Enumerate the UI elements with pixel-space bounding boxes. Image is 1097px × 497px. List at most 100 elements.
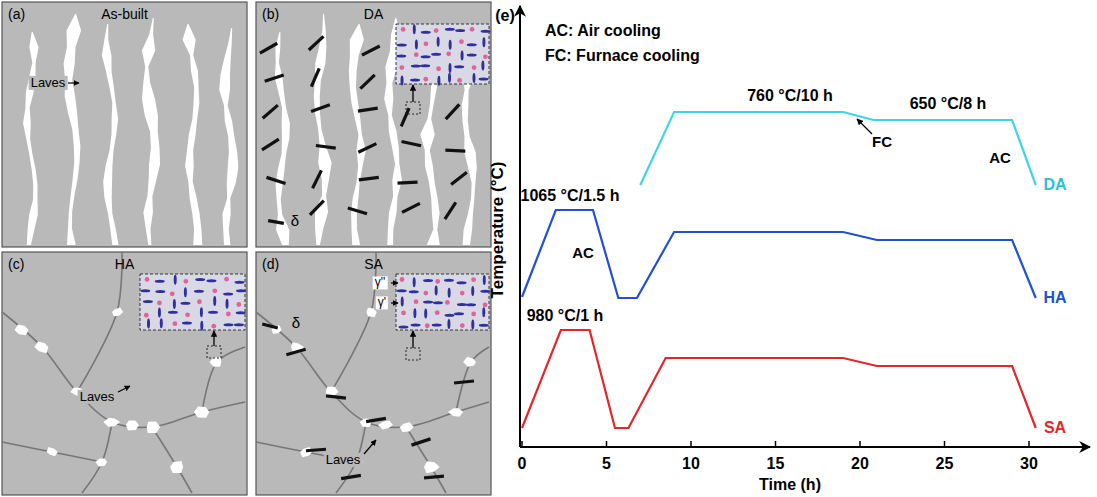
micrograph	[256, 252, 491, 495]
gamma-double-prime	[140, 289, 150, 292]
laves-particle	[300, 447, 312, 457]
gamma-prime	[145, 277, 150, 282]
inset	[396, 24, 489, 84]
panel-letter: (a)	[8, 6, 25, 22]
gamma-double-prime	[213, 296, 216, 306]
laves-particle	[448, 408, 463, 416]
phase-label: δ	[290, 315, 302, 332]
gamma-double-prime	[421, 31, 431, 34]
micrograph	[256, 2, 491, 247]
micrograph	[2, 252, 247, 495]
delta-needle	[360, 75, 374, 89]
leader-line	[68, 82, 79, 83]
gamma-double-prime	[467, 43, 477, 46]
panel-ground	[2, 252, 247, 495]
gamma-double-prime	[431, 53, 441, 56]
cooling-label: AC	[989, 150, 1011, 167]
delta-needle	[310, 201, 324, 215]
gamma-prime	[226, 312, 231, 317]
panel-ground	[2, 2, 247, 247]
temperature-curve	[522, 330, 1036, 428]
leader-line	[857, 119, 872, 134]
gamma-prime	[483, 303, 488, 308]
gamma-prime	[224, 277, 229, 282]
delta-needle	[358, 108, 378, 111]
gamma-double-prime	[481, 60, 484, 70]
delta-needle	[366, 418, 386, 421]
delta-needle	[286, 349, 305, 354]
step-label: 760 °C/10 h	[747, 87, 833, 105]
grain-boundary	[331, 252, 376, 392]
panel-title: HA	[115, 256, 134, 272]
delta-needle	[268, 221, 284, 224]
inset	[396, 274, 489, 330]
step-label: 650 °C/8 h	[910, 95, 987, 113]
gamma-prime	[471, 312, 476, 317]
gamma-double-prime	[401, 76, 404, 86]
tick-label: 5	[602, 455, 611, 473]
temperature-curve	[640, 112, 1035, 185]
gamma-prime	[183, 279, 188, 284]
gamma-prime	[197, 299, 202, 304]
cooling-label: FC	[872, 134, 892, 151]
delta-needle	[313, 170, 322, 188]
delta-needle	[262, 324, 277, 328]
key-text: AC: Air cooling	[545, 22, 661, 40]
gamma-double-prime	[194, 290, 204, 293]
phase-label: γ''	[373, 276, 388, 289]
phase-label: Laves	[324, 453, 363, 467]
delta-needle	[262, 139, 279, 150]
gamma-double-prime	[143, 300, 153, 303]
cooling-label: AC	[572, 245, 594, 262]
grain-boundary	[2, 442, 102, 462]
gamma-double-prime	[454, 65, 464, 68]
tick-label: 10	[682, 455, 700, 473]
delta-needle	[445, 202, 456, 219]
gamma-prime	[400, 277, 405, 282]
gamma-prime	[436, 66, 441, 71]
panel-letter: (b)	[262, 6, 279, 22]
gamma-prime	[445, 300, 450, 305]
gamma-prime	[460, 291, 465, 296]
panel: (b)DA	[256, 2, 491, 247]
gamma-double-prime	[411, 324, 421, 327]
axis-title: Temperature (°C)	[489, 162, 508, 299]
laves-particle	[34, 341, 48, 353]
zoom-box	[207, 346, 221, 358]
gamma-double-prime	[467, 54, 477, 57]
laves-particle	[147, 421, 161, 433]
laves-particle	[47, 447, 58, 456]
gamma-double-prime	[158, 308, 161, 318]
laves-particle	[126, 420, 139, 430]
gamma-double-prime	[236, 311, 246, 314]
tick-label: 25	[936, 455, 954, 473]
delta-needle	[359, 177, 379, 180]
delta-needle	[265, 75, 284, 81]
tick	[690, 441, 692, 447]
laves-particle	[112, 308, 123, 317]
gamma-prime	[170, 291, 175, 296]
panel-letter: (d)	[262, 256, 279, 272]
gamma-prime	[414, 52, 419, 57]
delta-needle	[424, 476, 444, 478]
step-label: 980 °C/1 h	[527, 307, 604, 325]
gamma-prime	[435, 279, 440, 284]
delta-needle	[451, 172, 467, 184]
panel-letter: (e)	[495, 7, 515, 25]
zoom-arrow	[412, 85, 413, 102]
gamma-double-prime	[415, 39, 418, 49]
gamma-double-prime	[454, 312, 464, 315]
gamma-double-prime	[413, 277, 416, 287]
gamma-prime	[144, 313, 149, 318]
heat-treatment-chart	[520, 6, 1090, 447]
tick	[521, 441, 523, 447]
gamma-double-prime	[466, 303, 476, 306]
gamma-double-prime	[206, 279, 216, 282]
gamma-double-prime	[226, 299, 229, 309]
delta-needle	[348, 208, 367, 214]
gamma-prime	[459, 39, 464, 44]
laves-particle	[209, 357, 221, 367]
gamma-double-prime	[435, 286, 438, 296]
gamma-double-prime	[413, 24, 416, 34]
